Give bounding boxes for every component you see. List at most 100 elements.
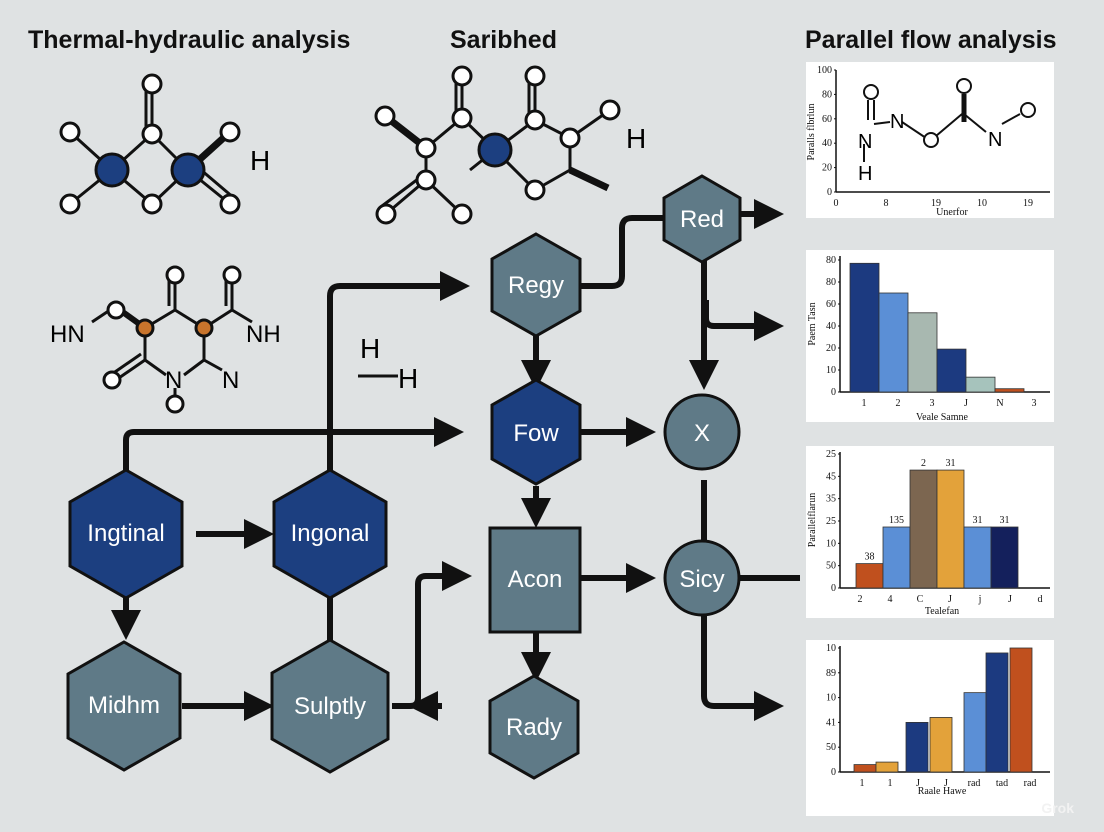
node-red[interactable]: Red bbox=[662, 174, 742, 264]
node-fow-label: Fow bbox=[513, 420, 559, 447]
chart-3-bar bbox=[909, 469, 938, 589]
chart-2-bar bbox=[936, 348, 967, 393]
chart-3-xtick: 4 bbox=[888, 594, 893, 605]
chart-3-xlabel: Tealefan bbox=[925, 606, 959, 617]
chart-3-ylabel: Parallelflarun bbox=[807, 493, 818, 547]
chart-3-ytick: 0 bbox=[831, 583, 836, 594]
molecule-lower-nh-label: NH bbox=[246, 321, 281, 348]
chart-1-ytick: 100 bbox=[817, 65, 832, 76]
molecule-left-h-label: H bbox=[250, 145, 270, 176]
chart-2-xtick: 3 bbox=[1032, 398, 1037, 409]
chart-3-data-label: 2 bbox=[921, 458, 926, 469]
chart-3-data-label: 31 bbox=[946, 458, 956, 469]
chart-3-data-label: 31 bbox=[1000, 515, 1010, 526]
chart-4-bar bbox=[929, 717, 953, 773]
chart-4-xtick: tad bbox=[996, 778, 1008, 789]
chart-2-xtick: J bbox=[964, 398, 968, 409]
chart-2-ytick: 0 bbox=[831, 387, 836, 398]
node-ingonal[interactable]: Ingonal bbox=[272, 468, 388, 600]
node-fow[interactable]: Fow bbox=[490, 378, 582, 486]
connector-ingtinal-fow bbox=[123, 417, 464, 470]
molecule-lower-atoms bbox=[102, 265, 242, 414]
chart-2-bar bbox=[907, 312, 938, 393]
chart-1-structure bbox=[863, 100, 1021, 162]
chart-3-ytick: 25 bbox=[826, 516, 836, 527]
node-regy-label: Regy bbox=[508, 272, 564, 299]
chart-4-bar bbox=[963, 692, 987, 773]
node-rady-label: Rady bbox=[506, 714, 562, 741]
chart-4-xtick: J bbox=[944, 778, 948, 789]
chart-2-xtick: N bbox=[996, 398, 1003, 409]
chart-1-xtick: 10 bbox=[977, 198, 987, 209]
title-right: Parallel flow analysis bbox=[805, 26, 1057, 54]
node-regy[interactable]: Regy bbox=[490, 232, 582, 338]
connector-ingonal-regy bbox=[327, 271, 470, 474]
connector-sicy-chart4 bbox=[701, 616, 784, 721]
chart-2-bar bbox=[878, 292, 909, 393]
connector-sulptly-acon bbox=[392, 561, 472, 709]
chart-4-xtick: rad bbox=[968, 778, 981, 789]
node-sulptly[interactable]: Sulptly bbox=[270, 638, 390, 774]
chart-3-ytick: 10 bbox=[826, 538, 836, 549]
chart-3-xtick: J bbox=[1008, 594, 1012, 605]
chart-1-xtick: 19 bbox=[1023, 198, 1033, 209]
node-ingonal-label: Ingonal bbox=[291, 520, 370, 547]
node-sicy[interactable]: Sicy bbox=[663, 539, 741, 617]
chart-3-bar bbox=[855, 563, 884, 589]
chart-1-ylabel: Paralls flbrlun bbox=[806, 104, 817, 161]
node-ingtinal-label: Ingtinal bbox=[87, 520, 164, 547]
chart-1-atom-o1 bbox=[863, 84, 879, 100]
chart-2-ytick: 20 bbox=[826, 343, 836, 354]
node-ingtinal[interactable]: Ingtinal bbox=[68, 468, 184, 600]
node-sulptly-label: Sulptly bbox=[294, 693, 366, 720]
chart-2-xlabel: Veale Samne bbox=[916, 412, 968, 422]
node-x[interactable]: X bbox=[663, 393, 741, 471]
chart-3-bar bbox=[990, 526, 1019, 589]
chart-4-ytick: 41 bbox=[826, 717, 836, 728]
chart-2-ytick: 80 bbox=[826, 277, 836, 288]
chart-4-bar bbox=[905, 722, 929, 773]
node-midhm[interactable]: Midhm bbox=[66, 640, 182, 772]
chart-3-xtick: C bbox=[917, 594, 924, 605]
chart-4-bar bbox=[1009, 647, 1033, 773]
chart-3-xtick: 2 bbox=[858, 594, 863, 605]
connector-red-chart2 bbox=[703, 300, 784, 341]
chart-1-atom-o2 bbox=[923, 132, 939, 148]
chart-2-ytick: 10 bbox=[826, 365, 836, 376]
chart-1-xtick: 8 bbox=[884, 198, 889, 209]
chart-2-ylabel: Paem Tasn bbox=[807, 302, 818, 345]
node-rady[interactable]: Rady bbox=[488, 674, 580, 780]
chart-4-ytick: 10 bbox=[826, 693, 836, 704]
chart-4-bar bbox=[853, 764, 877, 773]
chart-2-ytick: 80 bbox=[826, 255, 836, 266]
node-acon[interactable]: Acon bbox=[488, 526, 582, 634]
chart-3-ytick: 45 bbox=[826, 471, 836, 482]
node-x-label: X bbox=[694, 420, 710, 447]
chart-4-xtick: 1 bbox=[860, 778, 865, 789]
connectors bbox=[111, 199, 800, 721]
chart-2-ytick: 60 bbox=[826, 299, 836, 310]
chart-2-bar bbox=[849, 262, 880, 393]
connector-regy-red bbox=[580, 215, 664, 289]
h-bottom-label: H bbox=[398, 363, 418, 394]
node-acon-label: Acon bbox=[508, 566, 563, 593]
chart-2-bar bbox=[965, 376, 996, 393]
chart-2-xtick: 1 bbox=[862, 398, 867, 409]
chart-4-xtick: 1 bbox=[888, 778, 893, 789]
chart-3-data-label: 135 bbox=[889, 515, 904, 526]
h-top-label: H bbox=[360, 333, 380, 364]
chart-4-bar bbox=[875, 761, 899, 773]
chart-1-atom-o3 bbox=[956, 78, 972, 94]
molecule-left-atoms bbox=[59, 73, 241, 215]
node-midhm-label: Midhm bbox=[88, 692, 160, 719]
chart-1-label-n1: N bbox=[890, 111, 904, 133]
node-sicy-label: Sicy bbox=[679, 566, 724, 593]
chart-3-ytick: 25 bbox=[826, 449, 836, 460]
